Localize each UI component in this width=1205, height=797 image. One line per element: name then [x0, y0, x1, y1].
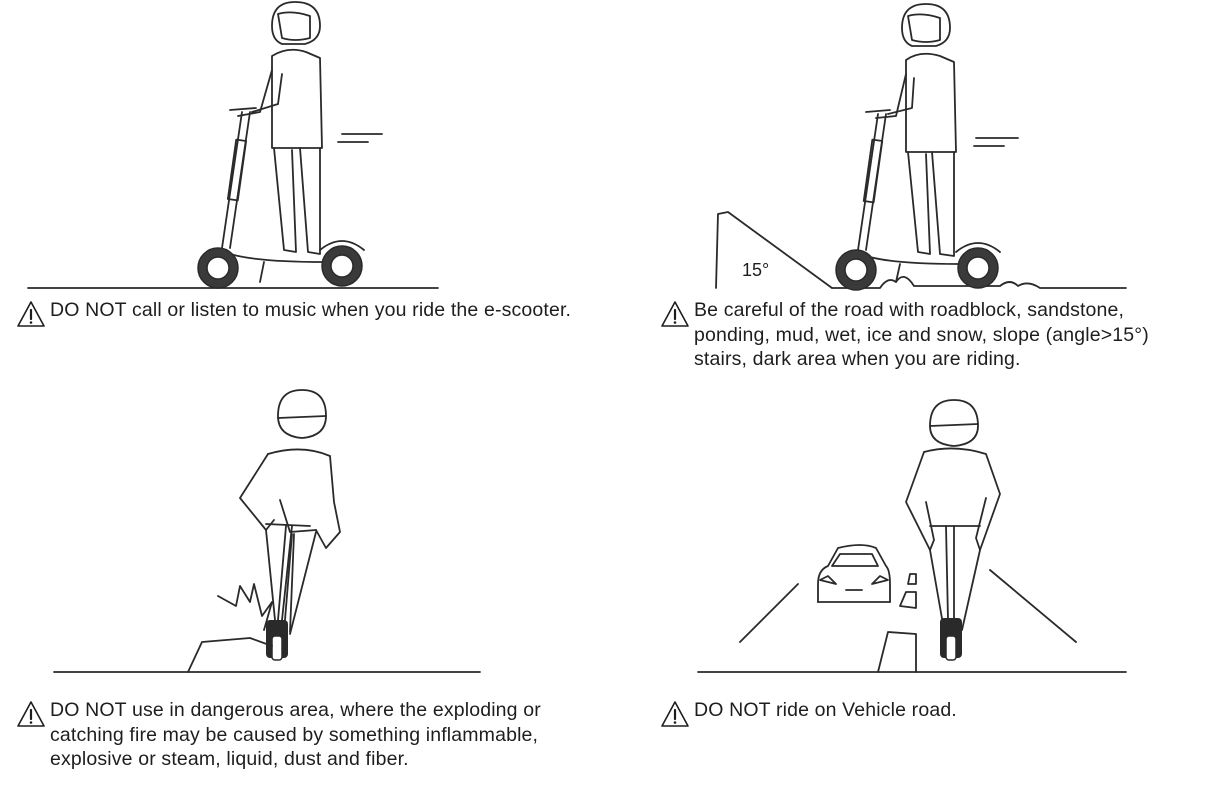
rider-danger-illustration — [40, 380, 500, 680]
warning-triangle-icon — [660, 300, 694, 333]
rider-side-illustration — [20, 0, 440, 295]
warning-vehicle: DO NOT ride on Vehicle road. — [660, 698, 1205, 733]
rider-road-illustration — [690, 380, 1140, 680]
warning-music: DO NOT call or listen to music when you … — [16, 298, 576, 333]
warning-triangle-icon — [16, 300, 50, 333]
warning-danger-text: DO NOT use in dangerous area, where the … — [50, 699, 541, 770]
warning-triangle-icon — [660, 700, 694, 733]
warning-road-text: Be careful of the road with roadblock, s… — [694, 299, 1149, 370]
warning-vehicle-text: DO NOT ride on Vehicle road. — [694, 699, 957, 721]
warning-road: Be careful of the road with roadblock, s… — [660, 298, 1205, 372]
warning-triangle-icon — [16, 700, 50, 733]
rider-slope-illustration: 15° — [700, 0, 1140, 295]
warning-danger: DO NOT use in dangerous area, where the … — [16, 698, 596, 772]
warning-music-text: DO NOT call or listen to music when you … — [50, 299, 572, 321]
slope-angle-label: 15° — [742, 260, 769, 280]
